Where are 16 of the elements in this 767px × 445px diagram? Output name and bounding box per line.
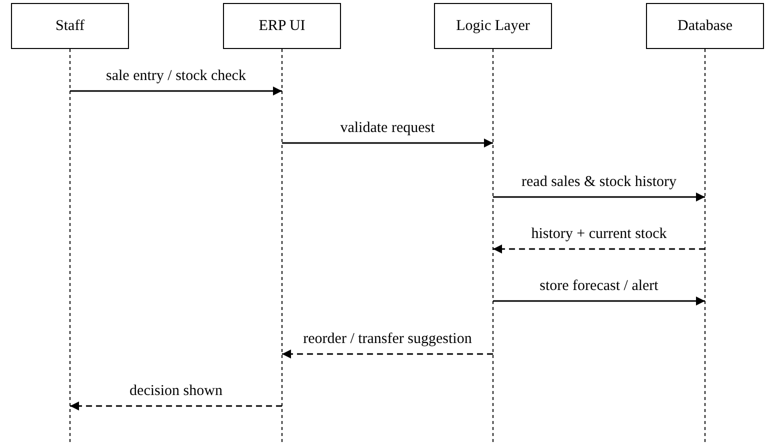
edge-label: history + current stock	[530, 226, 668, 243]
edge-label: reorder / transfer suggestion	[302, 331, 473, 348]
arrow	[493, 244, 705, 254]
arrow	[493, 192, 705, 202]
participant-label: ERP UI	[258, 18, 306, 34]
edge-label: sale entry / stock check	[105, 68, 247, 85]
arrow	[70, 86, 282, 96]
edge-label: validate request	[339, 120, 436, 137]
arrow	[282, 138, 493, 148]
edge-label: read sales & stock history	[520, 174, 678, 191]
participant-label: Staff	[56, 18, 84, 34]
participant-label: Logic Layer	[456, 18, 530, 34]
arrow	[282, 350, 493, 358]
participant-label: Database	[678, 18, 732, 34]
arrow	[493, 296, 705, 306]
arrow	[70, 402, 282, 410]
